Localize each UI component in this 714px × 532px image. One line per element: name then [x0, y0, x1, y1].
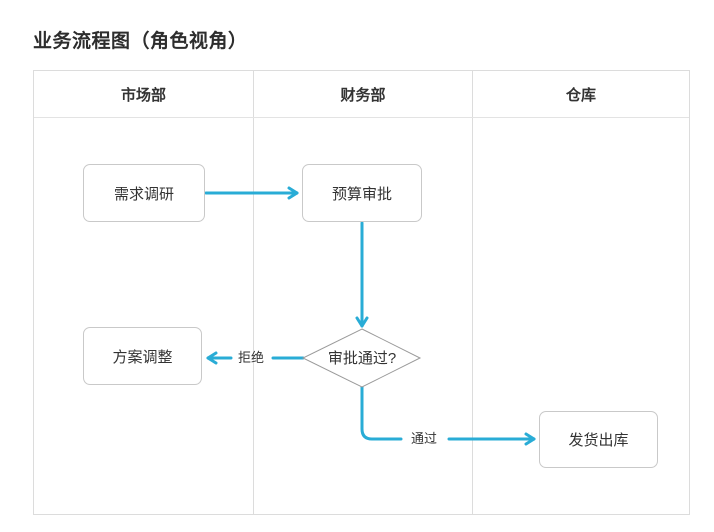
- page-title: 业务流程图（角色视角）: [33, 31, 248, 52]
- lane-header-marketing: 市场部: [34, 71, 254, 117]
- lane-header-finance: 财务部: [254, 71, 473, 117]
- node-demand-research: 需求调研: [83, 164, 205, 222]
- node-budget-approval: 预算审批: [302, 164, 422, 222]
- lane-body-row: [34, 118, 689, 515]
- lane-column-finance: [254, 118, 473, 515]
- lane-header-row: 市场部 财务部 仓库: [34, 71, 689, 118]
- lane-column-marketing: [34, 118, 254, 515]
- node-plan-adjustment: 方案调整: [83, 327, 202, 385]
- lane-header-warehouse: 仓库: [565, 86, 596, 104]
- node-ship-outbound: 发货出库: [539, 411, 658, 468]
